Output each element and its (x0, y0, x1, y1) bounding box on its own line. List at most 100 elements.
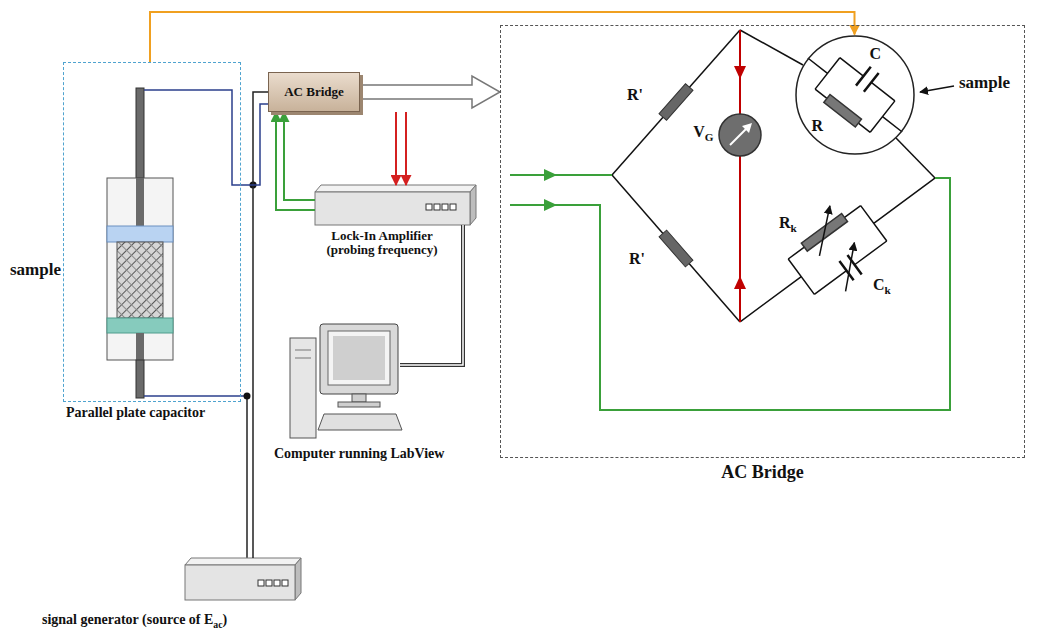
resistor-symbol (659, 84, 693, 121)
signal-generator-icon (185, 558, 301, 600)
computer-icon (290, 338, 316, 438)
signal-link (150, 12, 855, 62)
sample-circuit (824, 94, 862, 127)
sample-wire (241, 104, 268, 185)
sample-outline (796, 36, 914, 154)
variable-rc-branch (716, 146, 957, 352)
output-link (405, 112, 407, 185)
detector-arrow (734, 66, 746, 79)
text-run: ac (213, 619, 222, 630)
capacitor-illustration (107, 178, 173, 360)
computer: Computer running LabView (288, 322, 400, 440)
output-link (406, 112, 407, 185)
sample-circuit (856, 67, 879, 92)
symbol-label: R (812, 117, 824, 135)
capacitor-illustration (136, 333, 144, 360)
capacitor-illustration (107, 88, 173, 398)
variable-rc-branch (799, 206, 850, 256)
leader-arrow (920, 86, 954, 92)
capacitor-illustration (136, 178, 144, 226)
signal-generator-icon (274, 580, 280, 586)
resistor-label: R' (626, 86, 644, 104)
junction-dot (244, 182, 257, 400)
instrument-box: AC Bridge (268, 72, 360, 112)
signal-generator-icon (266, 580, 272, 586)
signal-wire (246, 396, 248, 558)
variable-rc-branch (814, 241, 886, 294)
resistor-symbol (659, 230, 693, 267)
capacitor-wire (144, 90, 241, 185)
sample-circuit (840, 58, 895, 101)
text-run: signal generator (source of E (42, 612, 213, 627)
lock-in-amplifier-icon (434, 204, 440, 210)
lock-in-amplifier-icon (470, 185, 476, 225)
text-run: R (779, 214, 791, 231)
capacitor-label: Ck (872, 276, 892, 294)
block-arrow (361, 76, 500, 108)
bridge-wire (740, 30, 803, 65)
reference-link (284, 112, 315, 200)
capacitor-housing: sampleParallel plate capacitor (63, 62, 241, 402)
excitation-wire (510, 178, 950, 410)
capacitor-illustration (107, 318, 173, 333)
meter-needle (742, 123, 752, 133)
callout-label: sample (958, 74, 1011, 93)
sample-circuit (795, 42, 914, 148)
text-run: C (873, 276, 885, 293)
lock-in-amplifier: Lock-In Amplifier (probing frequency) (315, 185, 470, 225)
device-name: Computer running LabView (274, 446, 444, 461)
variable-rc-branch (825, 243, 874, 292)
detector-arrow (734, 66, 746, 289)
block-arrow (361, 76, 500, 108)
signal-generator: signal generator (source of Eac) (185, 558, 300, 600)
signal-generator-icon (258, 580, 264, 586)
computer-icon (352, 394, 366, 402)
instrument-name: AC Bridge (284, 85, 344, 99)
computer-icon (290, 324, 402, 438)
computer-icon (318, 414, 402, 430)
output-link (395, 112, 397, 185)
capacitor-wire (144, 90, 247, 396)
signal-generator-icon (295, 558, 301, 600)
galvanometer: VG (718, 113, 762, 157)
meter-symbol (718, 113, 762, 157)
signal-generator-icon (282, 580, 288, 586)
lock-in-amplifier-icon (442, 204, 448, 210)
computer-icon (338, 402, 380, 407)
text-run: k (791, 222, 797, 234)
resistor-symbol (659, 84, 693, 121)
bridge-wire (896, 138, 935, 178)
computer-icon (295, 350, 311, 351)
signal-wire (246, 396, 248, 558)
signal-link (150, 12, 855, 62)
meter-symbol (719, 114, 761, 156)
text-run: k (885, 284, 891, 296)
sample-outline (795, 35, 915, 155)
variable-rc-branch (727, 160, 948, 339)
lock-in-amplifier-icon (315, 185, 476, 225)
leader-arrow (920, 86, 954, 92)
capacitor-illustration (136, 360, 144, 398)
symbol-label: VG (693, 123, 713, 141)
sample-circle: CR (795, 35, 915, 155)
sample-circuit (792, 33, 922, 152)
lock-in-amplifier-icon (450, 204, 456, 210)
computer-icon (328, 331, 390, 385)
sample-circuit (815, 89, 870, 132)
device-name: Lock-In Amplifier (probing frequency) (312, 229, 452, 258)
resistor-symbol (659, 230, 693, 267)
computer-icon (295, 358, 311, 359)
box-heading: Parallel plate capacitor (66, 405, 205, 420)
meter-needle (730, 127, 748, 145)
bridge-panel: AC BridgeVGCR (500, 25, 1025, 458)
panel-heading: AC Bridge (501, 463, 1024, 483)
excitation-arrow (544, 169, 557, 211)
sample-wire (241, 104, 268, 185)
resistor-label: Rk (778, 214, 798, 232)
junction-dot (244, 393, 251, 400)
capacitor-illustration (107, 226, 173, 242)
output-link (396, 112, 397, 185)
